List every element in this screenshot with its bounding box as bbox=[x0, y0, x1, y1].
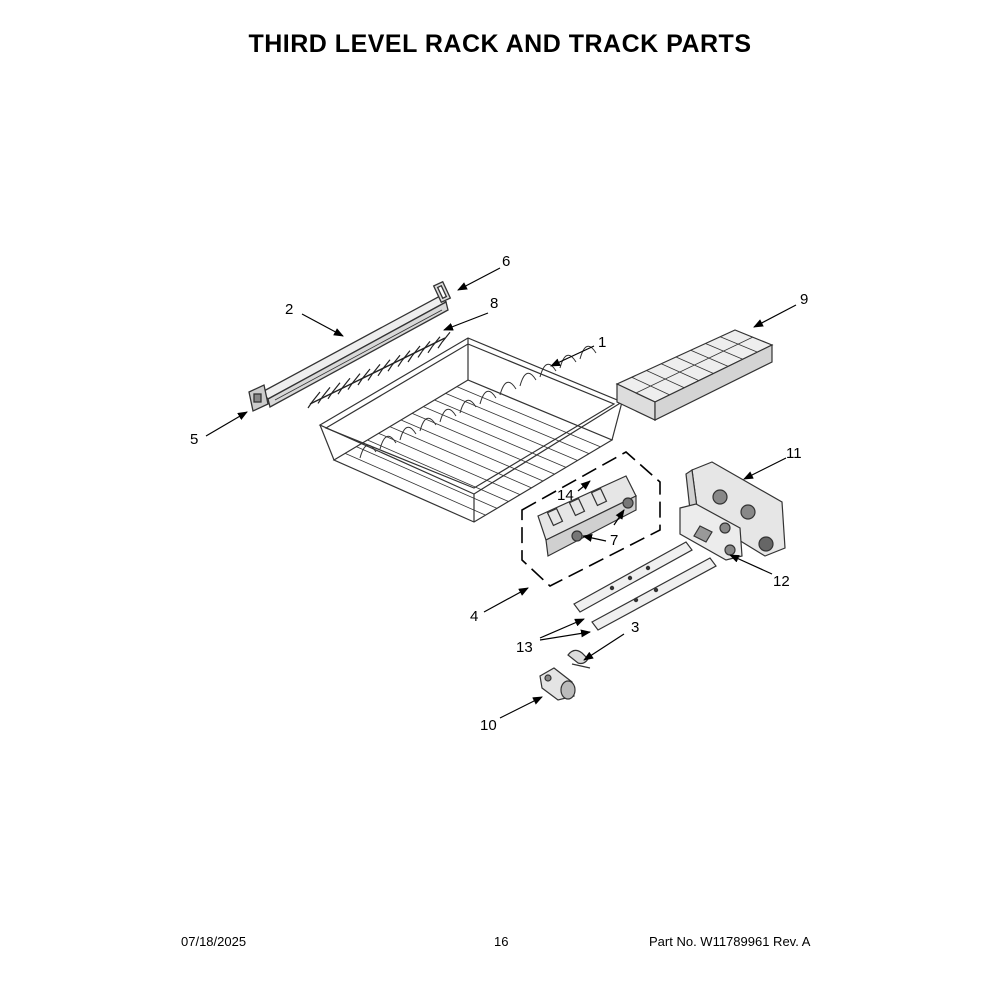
callout-1: 1 bbox=[598, 334, 606, 351]
footer-part-number: Part No. W11789961 Rev. A bbox=[649, 934, 811, 949]
adjuster-cover-part bbox=[679, 503, 743, 561]
callout-10: 10 bbox=[480, 717, 497, 734]
wheel-bracket-part bbox=[539, 667, 576, 701]
footer-date: 07/18/2025 bbox=[181, 934, 247, 949]
rail-assembly-dashed-outline bbox=[521, 451, 661, 587]
callout-labels: 1 2 3 4 5 6 7 8 9 10 11 12 13 14 bbox=[190, 253, 808, 734]
callout-6: 6 bbox=[502, 253, 510, 270]
rail-end-clip-part bbox=[432, 280, 452, 304]
tines-row-part bbox=[307, 331, 451, 409]
footer-page-number: 16 bbox=[494, 934, 509, 949]
clip-part bbox=[567, 649, 591, 669]
callout-9: 9 bbox=[800, 291, 808, 308]
left-adjuster-part bbox=[537, 475, 637, 557]
callout-5: 5 bbox=[190, 431, 198, 448]
leader-arrows bbox=[205, 267, 797, 719]
callout-8: 8 bbox=[490, 295, 498, 312]
callout-12: 12 bbox=[773, 573, 790, 590]
callout-14: 14 bbox=[557, 487, 574, 504]
callout-11: 11 bbox=[786, 445, 802, 462]
upper-rack-part bbox=[318, 337, 624, 523]
callout-4: 4 bbox=[470, 608, 478, 625]
rods-part bbox=[573, 541, 717, 631]
page-title: THIRD LEVEL RACK AND TRACK PARTS bbox=[248, 30, 752, 58]
callout-2: 2 bbox=[285, 301, 293, 318]
callout-13: 13 bbox=[516, 639, 533, 656]
callout-3: 3 bbox=[631, 619, 639, 636]
end-cap-part bbox=[248, 384, 269, 412]
callout-7: 7 bbox=[610, 532, 618, 549]
cutlery-tray-part bbox=[615, 329, 774, 421]
track-rail-part bbox=[260, 295, 449, 408]
